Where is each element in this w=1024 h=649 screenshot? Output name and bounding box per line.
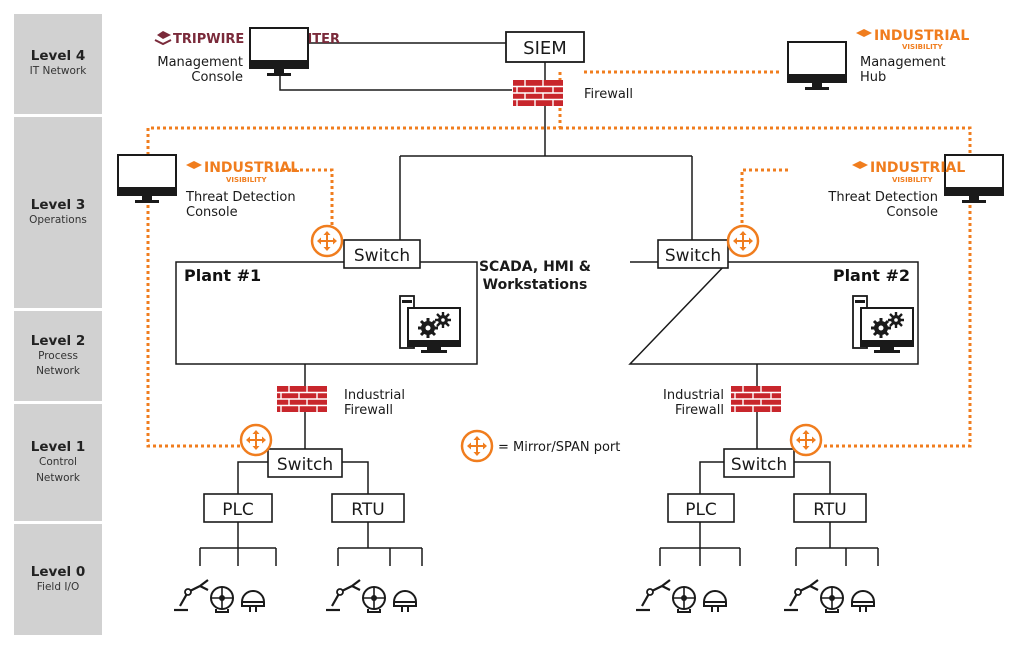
plant1-switch-label: Switch [354,246,410,266]
level-2-band: Level 2 Process Network [14,311,102,401]
plant2-hmi-workstation[interactable] [851,294,915,355]
industrial-firewall-plant1 [276,385,328,413]
iv-logo-right-line1: INDUSTRIAL [870,160,965,176]
control-switch-plant1-label: Switch [277,455,333,475]
span-port-control-plant1 [239,423,273,457]
tdc-left-line1: Threat Detection [185,190,296,205]
ind-fw-left-line1: Industrial [344,388,405,403]
plc-plant1-label: PLC [222,500,254,520]
level-3-band: Level 3 Operations [14,117,102,308]
level-3-subtitle: Operations [29,213,87,226]
control-switch-plant1[interactable]: Switch [267,448,343,478]
iv-logo-top-line2: VISIBILITY [902,43,943,51]
mgmt-hub-label-line1: Management [860,55,946,70]
level-4-title: Level 4 [30,48,86,65]
field-devices-rtu-plant2 [782,578,876,614]
level-2-title: Level 2 [30,332,86,349]
plc-plant2[interactable]: PLC [667,493,735,523]
mirror-links [146,70,972,448]
plant1-hmi-workstation[interactable] [398,294,462,355]
level-0-title: Level 0 [30,563,86,580]
legend-span-port-icon [460,429,494,463]
control-switch-plant2-label: Switch [731,455,787,475]
ind-fw-left-line2: Firewall [344,403,393,418]
scada-label-line1: SCADA, HMI & [479,259,591,275]
level-1-title: Level 1 [30,439,86,456]
iv-logo-top-line1: INDUSTRIAL [874,28,969,44]
plc-plant2-label: PLC [685,500,717,520]
field-devices-rtu-plant1 [324,578,418,614]
plant2-label: Plant #2 [833,266,910,285]
threat-detection-monitor-left[interactable] [117,154,177,204]
tdc-right-line2: Console [886,205,938,220]
plant1-label: Plant #1 [184,266,261,285]
level-0-band: Level 0 Field I/O [14,524,102,635]
level-4-band: Level 4 IT Network [14,14,102,114]
main-firewall-icon [512,79,564,107]
field-devices-plc-plant2 [634,578,728,614]
level-1-subtitle: Control Network [36,456,80,484]
ind-fw-right-line2: Firewall [675,403,724,418]
scada-label-line2: Workstations [483,277,588,293]
iv-logo-left-line1: INDUSTRIAL [204,160,299,176]
plc-plant1[interactable]: PLC [203,493,273,523]
iv-logo-right-line2: VISIBILITY [892,176,933,184]
plant1-switch[interactable]: Switch [343,239,421,269]
firewall-label: Firewall [584,87,633,102]
industrial-visibility-logo-left: INDUSTRIAL VISIBILITY [186,160,299,184]
tdc-left-line2: Console [186,205,238,220]
tdc-right-line1: Threat Detection [827,190,938,205]
span-port-control-plant2 [789,423,823,457]
mgmt-console-label-line1: Management [157,55,243,70]
industrial-visibility-logo-right: INDUSTRIAL VISIBILITY [852,160,965,184]
log-center-logo: TRIPWIRE LOG CENTER [154,31,340,47]
mgmt-hub-label-line2: Hub [860,70,886,85]
level-1-band: Level 1 Control Network [14,404,102,521]
level-3-title: Level 3 [30,196,86,213]
span-port-plant2 [726,224,760,258]
industrial-visibility-logo-top: INDUSTRIAL VISIBILITY [856,28,969,51]
rtu-plant1-label: RTU [351,500,384,520]
rtu-plant1[interactable]: RTU [331,493,405,523]
network-wires [175,42,919,566]
iv-logo-left-line2: VISIBILITY [226,176,267,184]
level-2-subtitle: Process Network [36,349,80,377]
plant2-switch[interactable]: Switch [657,239,729,269]
siem-box[interactable]: SIEM [505,31,585,63]
span-port-plant1 [310,224,344,258]
mgmt-console-label-line2: Console [191,70,243,85]
control-switch-plant2[interactable]: Switch [723,448,795,478]
rtu-plant2[interactable]: RTU [793,493,867,523]
management-console-monitor[interactable] [249,27,309,77]
legend: = Mirror/SPAN port [460,429,620,463]
ind-fw-right-line1: Industrial [663,388,724,403]
plant2-switch-label: Switch [665,246,721,266]
legend-label: = Mirror/SPAN port [498,440,620,455]
field-devices-plc-plant1 [172,578,266,614]
rtu-plant2-label: RTU [813,500,846,520]
industrial-firewall-plant2 [730,385,782,413]
siem-label: SIEM [523,38,567,59]
level-4-subtitle: IT Network [29,65,87,78]
level-0-subtitle: Field I/O [36,580,80,593]
management-hub-monitor[interactable] [787,41,847,91]
